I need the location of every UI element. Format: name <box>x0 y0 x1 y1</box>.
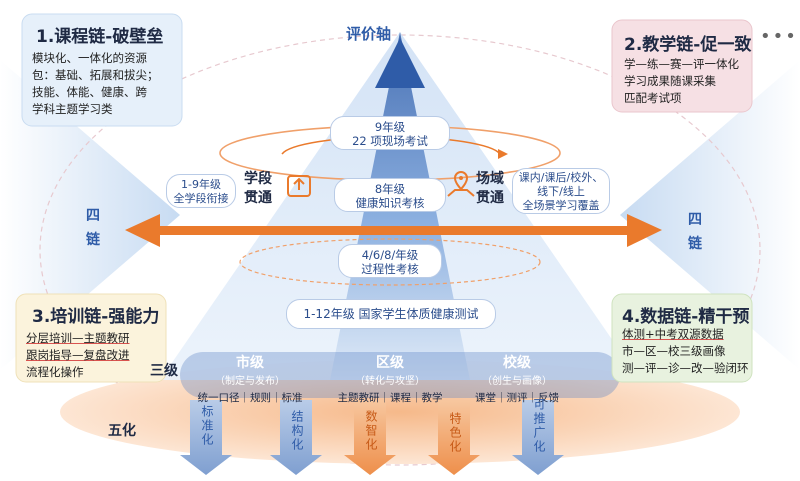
base-platform <box>60 360 740 464</box>
chain1-title: 1.课程链-破壁垒 <box>36 27 164 47</box>
left-four-chains-label: 四 链 <box>86 204 100 252</box>
right-four-chains-label: 四 链 <box>688 208 702 256</box>
chain4-line: 测—评—诊—改—验闭环 <box>622 361 749 375</box>
chain2-line: 匹配考试项 <box>624 91 682 105</box>
chain4-box <box>611 293 753 383</box>
five-item-5: 可推广化 <box>532 398 546 454</box>
outer-ring <box>39 34 761 466</box>
chain2-line: 学习成果随课采集 <box>624 74 716 88</box>
eval-grade8: 8年级 健康知识考核 <box>334 178 446 212</box>
eval-grade9-line: 22 项现场考试 <box>352 134 428 148</box>
chain4-title: 4.数据链-精干预 <box>622 307 750 327</box>
chain4-line: 市—区—校三级画像 <box>622 344 726 358</box>
chain2-line: 学—练—赛—评一体化 <box>624 57 739 71</box>
xueduan-title-line: 贯通 <box>244 190 272 206</box>
level-district-items: 主题教研｜课程｜教学 <box>337 392 443 404</box>
level-school-sub: （创生与画像） <box>482 376 552 387</box>
axis-arrowhead <box>375 38 425 88</box>
ring-mid <box>239 238 541 286</box>
chain2-title: 2.教学链-促一致 <box>624 35 752 55</box>
down-arrow-2 <box>270 400 322 475</box>
left-arrowhead <box>125 214 160 247</box>
xueduan-pill: 1-9年级 全学段衔接 <box>166 174 236 208</box>
down-arrow-4 <box>428 400 480 475</box>
chain1-line: 包：基础、拓展和拔尖； <box>32 68 159 82</box>
eval-grade8-line: 8年级 <box>374 182 406 196</box>
level-city: 市级 （制定与发布） 统一口径｜规则｜标准 <box>190 352 310 405</box>
location-map-icon <box>447 171 475 197</box>
xueduan-pill-line: 全学段衔接 <box>173 192 229 205</box>
level-school-items: 课堂｜测评｜反馈 <box>475 392 559 404</box>
eval-grade9: 9年级 22 项现场考试 <box>330 116 450 150</box>
xueduan-title: 学段 贯通 <box>244 170 272 208</box>
chain4-line: 体测+中考双源数据 <box>622 327 724 341</box>
down-arrow-3 <box>344 400 396 475</box>
five-item-3: 数智化 <box>364 410 378 452</box>
eval-grade8-line: 健康知识考核 <box>355 196 425 210</box>
upload-box-icon <box>287 175 311 197</box>
down-arrow-5 <box>512 400 564 475</box>
changyu-pill-line: 全场景学习覆盖 <box>522 199 600 212</box>
right-wedge <box>620 60 800 370</box>
chain3-line: 流程化操作 <box>26 365 84 379</box>
chain3-line: 分层培训—主题教研 <box>26 331 130 345</box>
level-district-sub: （转化与攻坚） <box>355 376 425 387</box>
chain1-line: 学科主题学习类 <box>32 102 113 116</box>
changyu-pill-line: 线下/线上 <box>537 185 585 198</box>
level-band <box>180 352 620 398</box>
left-four-chains-text: 四 链 <box>86 208 100 248</box>
left-wedge <box>0 60 180 370</box>
chain1-line: 模块化、一体化的资源 <box>32 51 147 65</box>
changyu-title-line: 贯通 <box>476 190 504 206</box>
xueduan-pill-line: 1-9年级 <box>181 178 221 191</box>
chain1-line: 技能、体能、健康、跨 <box>32 85 147 99</box>
changyu-title-line: 场域 <box>476 171 504 187</box>
five-item-1: 标准化 <box>200 405 214 447</box>
axis-title: 评价轴 <box>346 25 392 43</box>
eval-grade1-12: 1-12年级 国家学生体质健康测试 <box>286 299 496 329</box>
right-arrowhead <box>627 214 662 247</box>
eval-grade468-line: 过程性考核 <box>361 262 419 276</box>
xueduan-title-line: 学段 <box>244 171 272 187</box>
eval-grade9-line: 9年级 <box>374 120 406 134</box>
level-district: 区级 （转化与攻坚） 主题教研｜课程｜教学 <box>330 352 450 405</box>
level-school: 校级 （创生与画像） 课堂｜测评｜反馈 <box>462 352 572 405</box>
more-dots-icon[interactable]: ••• <box>760 26 798 47</box>
level-district-name: 区级 <box>376 355 404 371</box>
five-transformations-label: 五化 <box>108 423 136 439</box>
changyu-pill: 课内/课后/校外、 线下/线上 全场景学习覆盖 <box>512 168 610 214</box>
ring-arrowhead <box>498 149 508 159</box>
chain3-box <box>15 293 167 383</box>
level-city-name: 市级 <box>236 355 264 371</box>
level-city-sub: （制定与发布） <box>215 376 285 387</box>
changyu-pill-line: 课内/课后/校外、 <box>518 171 604 184</box>
horizontal-arrow-shaft <box>150 226 630 235</box>
chain1-box <box>21 13 183 127</box>
chain3-line: 跟岗指导—复盘改进 <box>26 348 130 362</box>
eval-grade468: 4/6/8/年级 过程性考核 <box>338 244 442 278</box>
eval-grade468-line: 4/6/8/年级 <box>361 248 419 262</box>
chain3-title: 3.培训链-强能力 <box>32 307 160 327</box>
three-levels-label: 三级 <box>150 363 178 379</box>
level-city-items: 统一口径｜规则｜标准 <box>197 392 303 404</box>
level-school-name: 校级 <box>503 355 531 371</box>
five-down-arrows <box>180 400 564 475</box>
five-item-4: 特色化 <box>448 412 462 454</box>
right-four-chains-text: 四 链 <box>688 212 702 252</box>
changyu-title: 场域 贯通 <box>476 170 504 208</box>
five-item-2: 结构化 <box>290 410 304 452</box>
chain2-box <box>611 19 753 113</box>
down-arrow-1 <box>180 400 232 475</box>
